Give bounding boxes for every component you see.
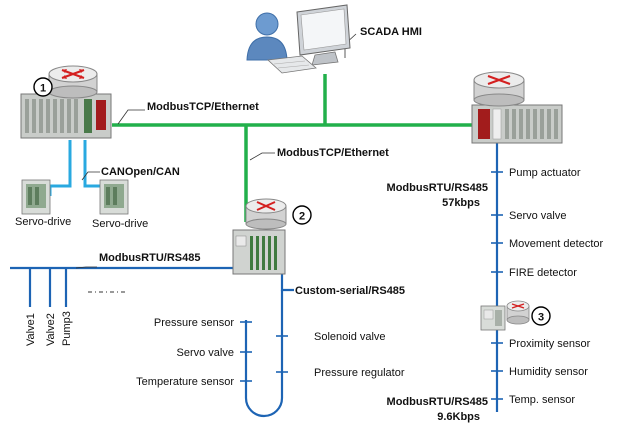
- can-lines: [48, 140, 107, 196]
- servo-drive-1-label: Servo-drive: [15, 216, 71, 228]
- plc-rack-icon: [232, 229, 286, 275]
- scada-hmi: [246, 4, 351, 74]
- plc-right: [471, 71, 563, 144]
- plc-rack-icon: [480, 305, 506, 331]
- servo-valve-right-label: Servo valve: [509, 210, 566, 222]
- temp-sensor-label: Temp. sensor: [509, 394, 575, 406]
- modbusrtu-right-top-label: ModbusRTU/RS485: [387, 182, 488, 194]
- loop-ticks: [240, 321, 288, 382]
- can-line-1: [48, 140, 72, 196]
- router-icon: [506, 300, 530, 325]
- modbustcp-mid-label: ModbusTCP/Ethernet: [277, 147, 389, 159]
- custom-serial-loop: [244, 290, 284, 418]
- router-1-badge: 1: [33, 77, 53, 97]
- pump-actuator-label: Pump actuator: [509, 167, 581, 179]
- right-bus-ticks: [491, 171, 503, 400]
- plc-1: 1: [20, 65, 112, 139]
- router-icon: [245, 198, 287, 230]
- speed-bottom-label: 9.6Kbps: [437, 411, 480, 423]
- temperature-sensor-label: Temperature sensor: [136, 376, 234, 388]
- canopen-label: CANOpen/CAN: [101, 166, 180, 178]
- proximity-sensor-label: Proximity sensor: [509, 338, 591, 350]
- servo-valve-left-label: Servo valve: [177, 347, 234, 359]
- pressure-sensor-label: Pressure sensor: [154, 317, 234, 329]
- scada-hmi-label: SCADA HMI: [360, 26, 422, 38]
- modbusrtu-right-bottom-label: ModbusRTU/RS485: [387, 396, 488, 408]
- router-icon: [473, 71, 525, 107]
- router-2-badge: 2: [292, 205, 312, 225]
- servo-drive-icon: [99, 179, 129, 215]
- humidity-sensor-label: Humidity sensor: [509, 366, 588, 378]
- router-1-number: 1: [40, 83, 46, 95]
- router-3-badge: 3: [531, 306, 551, 326]
- movement-detector-label: Movement detector: [509, 238, 603, 250]
- device-3: 3: [480, 300, 551, 331]
- router-3-number: 3: [538, 312, 544, 324]
- pump3-label: Pump3: [61, 311, 73, 346]
- modbusrtu-left-label: ModbusRTU/RS485: [99, 252, 200, 264]
- solenoid-valve-label: Solenoid valve: [314, 331, 386, 343]
- valve1-label: Valve1: [25, 313, 37, 346]
- speed-top-label: 57kbps: [442, 197, 480, 209]
- fire-detector-label: FIRE detector: [509, 267, 577, 279]
- plc-rack-icon: [471, 104, 563, 144]
- servo-drive-1: [21, 179, 51, 215]
- custom-serial-label: Custom-serial/RS485: [295, 285, 405, 297]
- plc-rack-icon: [20, 93, 112, 139]
- plc-2: 2: [232, 198, 312, 275]
- router-icon: [48, 65, 98, 99]
- servo-drive-2-label: Servo-drive: [92, 218, 148, 230]
- pressure-regulator-label: Pressure regulator: [314, 367, 405, 379]
- rs485-lines: [10, 140, 499, 418]
- monitor-icon: [267, 4, 351, 74]
- router-2-number: 2: [299, 211, 305, 223]
- servo-drive-icon: [21, 179, 51, 215]
- leader-lines: [75, 33, 357, 269]
- valve2-label: Valve2: [45, 313, 57, 346]
- modbustcp-top-label: ModbusTCP/Ethernet: [147, 101, 259, 113]
- user-icon: [246, 12, 288, 61]
- servo-drive-2: [99, 179, 129, 215]
